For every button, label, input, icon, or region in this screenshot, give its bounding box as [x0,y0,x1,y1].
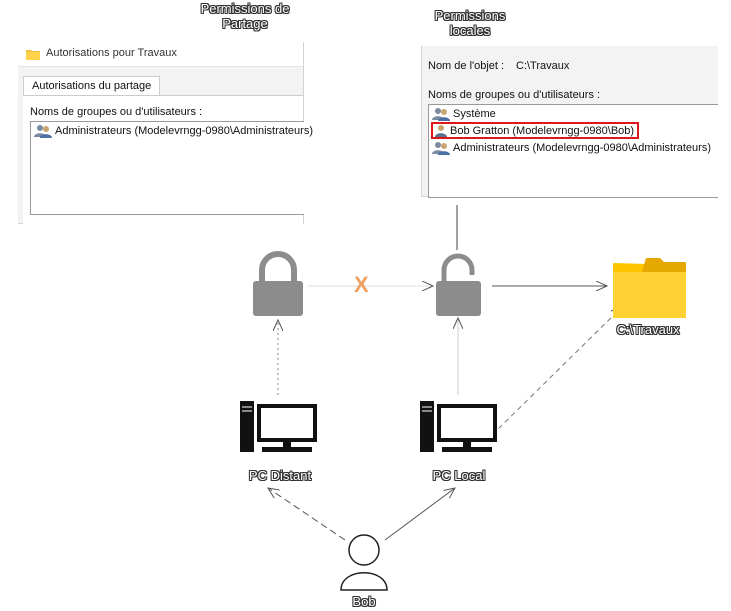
list-item-label: Administrateurs (Modelevrngg-0980\Admini… [55,124,313,137]
list-item-label: Administrateurs (Modelevrngg-0980\Admini… [453,141,711,154]
object-name-value: C:\Travaux [516,60,570,72]
users-icon [432,107,450,121]
window-title-bar: Autorisations pour Travaux [18,42,303,67]
pc-remote-label: PC Distant [248,468,312,483]
tab-content-pane: Noms de groupes ou d'utilisateurs : Admi… [23,95,313,224]
list-item[interactable]: Administrateurs (Modelevrngg-0980\Admini… [31,122,313,139]
blocked-mark: X [354,272,369,297]
bob-to-local-pc-arrow [384,488,455,541]
list-item-label: Système [453,107,496,120]
local-permissions-heading: Permissions locales [434,8,506,38]
highlight-box: Bob Gratton (Modelevrngg-0980\Bob) [431,122,640,139]
local-group-list[interactable]: Système Bob Gratton (Modelevrngg-0980\Bo… [428,104,718,198]
local-pc-to-folder-arrow [491,307,622,436]
user-icon [435,125,447,137]
list-item-highlighted[interactable]: Bob Gratton (Modelevrngg-0980\Bob) [429,122,718,139]
folder-icon [26,50,40,60]
local-permissions-window: Nom de l'objet : C:\Travaux Noms de grou… [421,46,718,198]
share-permissions-window: Autorisations pour Travaux Autorisations… [18,42,313,224]
pc-local-icon [420,401,497,452]
users-icon [432,141,450,155]
user-bob-icon [340,534,388,591]
list-item[interactable]: Administrateurs (Modelevrngg-0980\Admini… [429,139,718,156]
list-item-label: Bob Gratton (Modelevrngg-0980\Bob) [450,124,635,137]
object-name-label: Nom de l'objet : [428,60,505,72]
bob-to-remote-pc-arrow [268,488,346,541]
pc-local-label: PC Local [432,468,486,483]
local-lock-open-icon [436,253,481,316]
window-title: Autorisations pour Travaux [46,47,177,59]
folder-icon [613,258,686,318]
users-icon [34,124,52,138]
share-lock-icon [253,251,303,316]
tab-share-permissions[interactable]: Autorisations du partage [23,76,161,95]
user-bob-label: Bob [352,594,376,609]
share-permissions-heading: Permissions de Partage [200,1,290,31]
share-group-list[interactable]: Administrateurs (Modelevrngg-0980\Admini… [30,121,313,215]
group-list-label: Noms de groupes ou d'utilisateurs : [30,106,203,118]
folder-label: C:\Travaux [616,322,680,337]
pc-remote-icon [240,401,317,452]
group-list-label: Noms de groupes ou d'utilisateurs : [428,89,601,101]
list-item[interactable]: Système [429,105,718,122]
